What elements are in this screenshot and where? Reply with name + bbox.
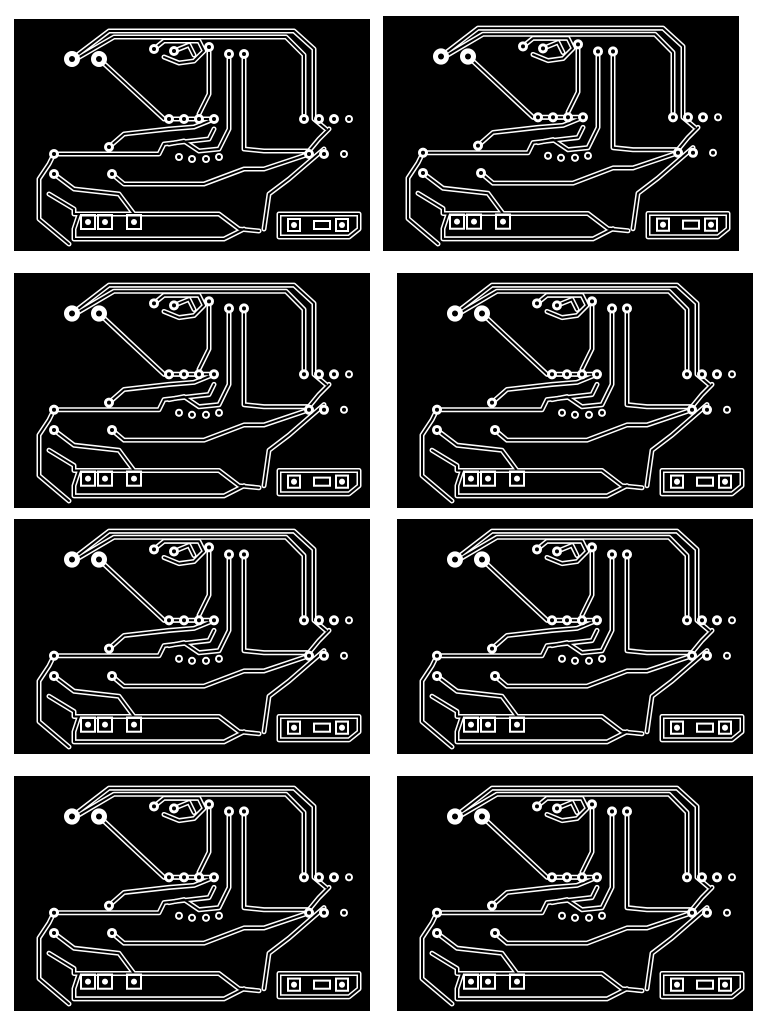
- pcb-traces: [397, 776, 753, 1011]
- pcb-traces: [397, 519, 753, 754]
- pcb-traces: [14, 273, 370, 508]
- pcb-traces: [14, 19, 370, 251]
- pcb-board-7: [14, 776, 370, 1011]
- pcb-traces: [383, 16, 739, 251]
- pcb-board-3: [14, 273, 370, 508]
- pcb-board-1: [14, 19, 370, 251]
- pcb-traces: [14, 519, 370, 754]
- pcb-board-8: [397, 776, 753, 1011]
- pcb-board-6: [397, 519, 753, 754]
- pcb-board-5: [14, 519, 370, 754]
- pcb-board-2: [383, 16, 739, 251]
- pcb-traces: [397, 273, 753, 508]
- pcb-traces: [14, 776, 370, 1011]
- pcb-board-4: [397, 273, 753, 508]
